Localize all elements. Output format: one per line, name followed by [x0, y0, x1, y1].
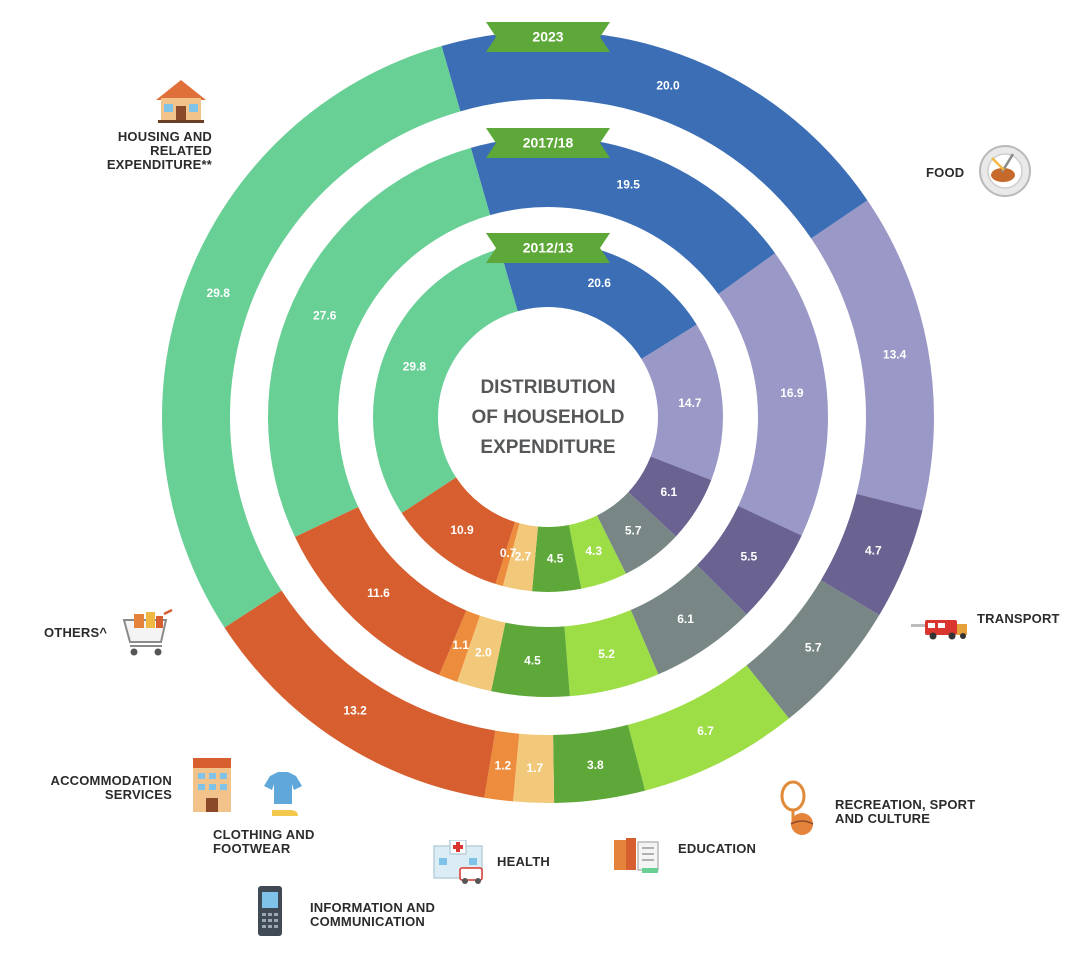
value-label-2012-13-5: 4.5 [547, 551, 564, 565]
value-label-2023-3: 5.7 [805, 641, 822, 655]
value-label-2012-13-1: 14.7 [678, 396, 702, 410]
label-housing: HOUSING AND RELATED EXPENDITURE** [106, 129, 212, 172]
hotel-icon [193, 758, 231, 812]
label-accommodation: ACCOMMODATION SERVICES [50, 773, 172, 802]
segment-2017-18-7 [439, 610, 480, 682]
value-label-2017-18-4: 5.2 [598, 647, 615, 661]
segment-2023-8 [224, 590, 496, 798]
food-plate-icon [979, 145, 1031, 197]
value-label-2017-18-5: 4.5 [524, 654, 541, 668]
segment-2023-6 [513, 733, 555, 803]
year-label-2023: 2023 [532, 29, 563, 45]
shirt-shoe-icon [264, 772, 302, 816]
label-health: HEALTH [497, 854, 550, 869]
segment-2017-18-1 [718, 253, 828, 536]
segment-2017-18-6 [457, 615, 506, 692]
mobile-phone-icon [258, 886, 282, 936]
books-icon [614, 838, 659, 873]
value-label-2017-18-9: 27.6 [313, 308, 337, 322]
label-information: INFORMATION AND COMMUNICATION [310, 900, 436, 929]
segment-2023-1 [811, 200, 934, 511]
value-label-2017-18-6: 2.0 [475, 645, 492, 659]
segment-2017-18-0 [470, 137, 776, 295]
value-label-2023-9: 29.8 [207, 286, 231, 300]
segment-2012-13-0 [499, 241, 697, 359]
year-banners: 2012/13 2017/18 2023 [486, 22, 610, 263]
value-label-2023-5: 3.8 [587, 758, 604, 772]
segment-2017-18-2 [696, 505, 802, 615]
value-labels: 20.6 14.7 6.1 5.7 4.3 4.5 2.70.7 10.9 29.8 19.5 16… [207, 78, 907, 775]
year-label-2012-13: 2012/13 [523, 240, 574, 256]
value-label-2017-18-0: 19.5 [617, 178, 641, 192]
segment-2012-13-7 [495, 521, 520, 587]
value-label-2023-6: 1.7 [526, 761, 543, 775]
segment-2017-18-9 [267, 147, 491, 537]
segment-2012-13-4 [568, 515, 626, 589]
label-clothing: CLOTHING AND FOOTWEAR [213, 827, 315, 856]
value-label-2023-4: 6.7 [697, 724, 714, 738]
label-others: OTHERS^ [44, 625, 108, 640]
label-transport: TRANSPORT [977, 611, 1060, 626]
house-icon [156, 80, 206, 123]
segment-2023-9 [162, 45, 461, 628]
value-label-2017-18-8: 11.6 [367, 586, 390, 600]
segment-2017-18-3 [630, 565, 747, 675]
value-label-2012-13-4: 4.3 [585, 544, 602, 558]
year-banner-2023 [486, 22, 610, 52]
segment-2017-18-5 [491, 622, 570, 697]
value-label-2012-13-9: 29.8 [403, 360, 427, 374]
hospital-icon [433, 840, 483, 884]
segment-2017-18-4 [564, 610, 659, 697]
value-label-2012-13-7: 0.7 [500, 546, 517, 560]
value-label-2012-13-0: 20.6 [588, 276, 612, 290]
value-label-2012-13-2: 6.1 [660, 485, 677, 499]
segment-2017-18-8 [294, 506, 467, 675]
value-label-2017-18-3: 6.1 [677, 612, 694, 626]
truck-icon [911, 620, 967, 640]
center-title-line-2: OF HOUSEHOLD [471, 407, 624, 428]
center-title-line-1: DISTRIBUTION [480, 377, 615, 398]
label-food: FOOD [926, 165, 965, 180]
year-banner-2017-18 [486, 128, 610, 158]
value-label-2017-18-7: 1.1 [452, 638, 469, 652]
segment-2012-13-6 [502, 523, 538, 592]
label-education: EDUCATION [678, 841, 757, 856]
value-label-2012-13-6: 2.7 [515, 549, 532, 563]
value-label-2017-18-2: 5.5 [740, 549, 757, 563]
center-title-line-3: EXPENDITURE [480, 437, 615, 458]
value-label-2012-13-8: 10.9 [450, 523, 474, 537]
segment-2023-2 [820, 493, 923, 616]
year-label-2017-18: 2017/18 [523, 135, 574, 151]
segment-2012-13-2 [628, 456, 712, 537]
segment-2023-3 [746, 580, 880, 719]
segment-2012-13-9 [372, 248, 518, 514]
value-label-2023-8: 13.2 [343, 704, 367, 718]
segment-2023-5 [553, 724, 646, 803]
value-label-2023-1: 13.4 [883, 348, 907, 362]
value-label-2023-7: 1.2 [495, 758, 512, 772]
segment-2012-13-5 [532, 524, 582, 593]
value-label-2023-0: 20.0 [656, 78, 680, 92]
segment-2012-13-8 [401, 477, 515, 584]
year-banner-2012-13 [486, 233, 610, 263]
segment-2012-13-1 [641, 324, 724, 480]
center-title: DISTRIBUTION OF HOUSEHOLD EXPENDITURE [471, 377, 624, 458]
segment-2023-7 [484, 730, 520, 802]
segment-2023-4 [627, 665, 789, 791]
chart-rings [162, 30, 934, 803]
sports-ball-racket-icon [780, 780, 814, 835]
segment-2023-0 [441, 30, 868, 239]
shopping-cart-icon [122, 608, 173, 656]
value-label-2012-13-3: 5.7 [625, 523, 642, 537]
label-recreation: RECREATION, SPORT AND CULTURE [835, 797, 976, 826]
segment-2012-13-3 [596, 492, 676, 574]
value-label-2023-2: 4.7 [865, 544, 882, 558]
value-label-2017-18-1: 16.9 [780, 386, 804, 400]
